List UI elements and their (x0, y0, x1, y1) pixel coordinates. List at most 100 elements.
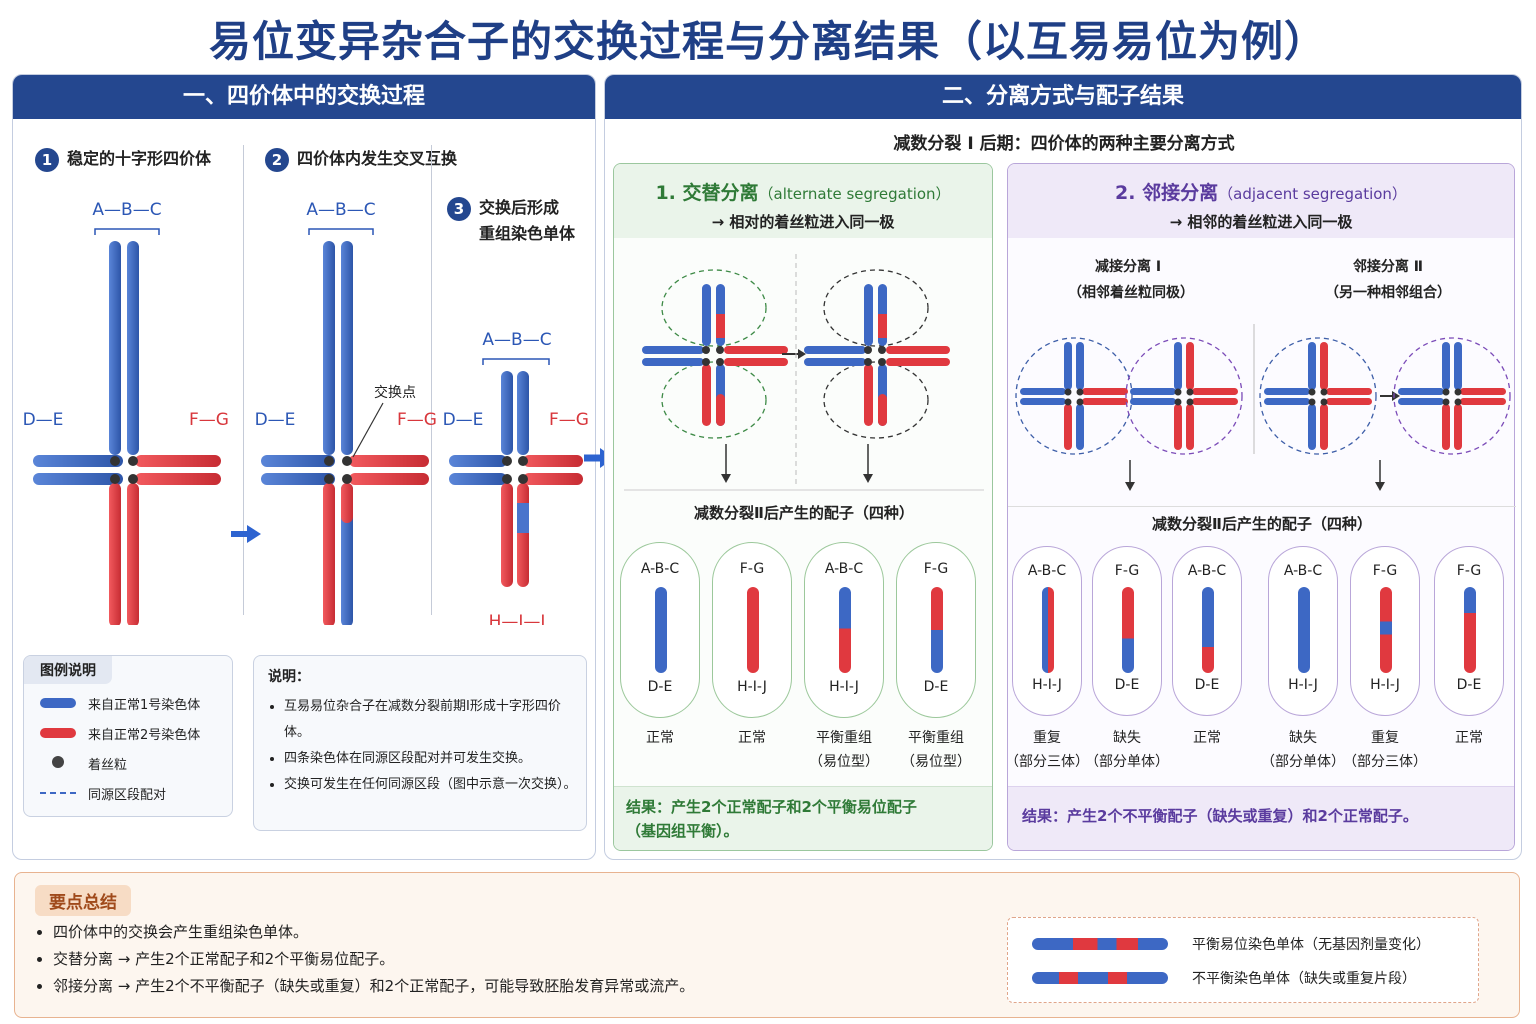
legend-chrom2-label: 来自正常2号染色体 (88, 728, 201, 743)
summary-list: 四价体中的交换会产生重组染色单体。 交替分离 → 产生2个正常配子和2个平衡易位… (53, 919, 953, 1000)
step2-text: 四价体内发生交叉互换 (297, 149, 458, 168)
adjacent-gamete-6: F-G D-E (1434, 546, 1504, 716)
gamete-chromosome (839, 587, 851, 673)
step1-text: 稳定的十字形四价体 (67, 149, 212, 168)
gamete-type: 重复（部分三体） (1005, 730, 1089, 770)
notes-list: 互易易位杂合子在减数分裂前期Ⅰ形成十字形四价体。 四条染色体在同源区段配对并可发… (268, 694, 578, 798)
gamete-chromosome (1122, 587, 1134, 673)
adjacent-title-cn: 邻接分离 (1142, 182, 1219, 204)
arm-left-label-2: D—E (255, 410, 296, 430)
legend-box: 图例说明 来自正常1号染色体 来自正常2号染色体 着丝粒 同源区段配对 (23, 655, 233, 817)
legend-pairing-label: 同源区段配对 (88, 788, 167, 803)
summary-box: 要点总结 四价体中的交换会产生重组染色单体。 交替分离 → 产生2个正常配子和2… (14, 872, 1520, 1018)
summary-title: 要点总结 (35, 885, 131, 916)
gamete-top-label: F-G (739, 561, 765, 577)
legend-title: 图例说明 (24, 656, 112, 684)
summary-legend: 平衡易位染色单体（无基因剂量变化） 不平衡染色单体（缺失或重复片段） (1007, 917, 1479, 1003)
adjacent-title-en: （adjacent segregation） (1218, 185, 1407, 203)
summary-item: 四价体中的交换会产生重组染色单体。 (53, 919, 953, 946)
summary-item: 交替分离 → 产生2个正常配子和2个平衡易位配子。 (53, 946, 953, 973)
step2-number: 2 (265, 147, 289, 172)
step1-number: 1 (35, 147, 59, 172)
gamete-top-label: F-G (1372, 563, 1398, 579)
alternate-gamete-3: A-B-C H-I-J (804, 542, 884, 718)
quadrivalent-step2: A—B—C D—E F—G H—I—J 交换点 (255, 200, 437, 625)
arm-left-label-1: D—E (23, 410, 64, 430)
gamete-type: 正常 (1455, 730, 1483, 746)
balanced-chromatid-swatch (1032, 938, 1168, 950)
arm-right-label-1: F—G (189, 410, 229, 430)
note-item: 四条染色体在同源区段配对并可发生交换。 (284, 746, 578, 772)
gamete-chromosome (931, 587, 943, 673)
quadrivalent-step1: A—B—C D—E F—G H—I—J (23, 200, 229, 625)
step3-number: 3 (447, 196, 471, 221)
exchange-process-panel: 一、四价体中的交换过程 1 稳定的十字形四价体 2 四价体内发生交叉互换 3 交换后形… (12, 74, 596, 860)
exchange-process-header: 一、四价体中的交换过程 (13, 75, 595, 119)
alternate-result: 结果：产生2个正常配子和2个平衡易位配子 （基因组平衡）。 (614, 786, 992, 850)
adjacent-sub2-title: 邻接分离 Ⅱ（另一种相邻组合） (1325, 259, 1451, 301)
legend-chrom1-label: 来自正常1号染色体 (88, 698, 201, 713)
step-divider-2 (431, 145, 432, 615)
gamete-chromosome (747, 587, 759, 673)
exchange-point-label: 交换点 (374, 384, 416, 401)
adjacent-gamete-5: F-G H-I-J (1350, 546, 1420, 716)
unbalanced-chromatid-swatch (1032, 972, 1168, 984)
gamete-type: 缺失（部分单体） (1261, 730, 1345, 770)
step2-label: 2 四价体内发生交叉互换 (265, 145, 457, 172)
gamete-type: 平衡重组（易位型） (809, 730, 879, 770)
gamete-bottom-label: D-E (647, 679, 673, 695)
legend-centromere-label: 着丝粒 (88, 758, 128, 773)
adjacent-header: 2. 邻接分离（adjacent segregation） → 相邻的着丝粒进入… (1008, 164, 1514, 238)
adjacent-desc: → 相邻的着丝粒进入同一极 (1169, 213, 1353, 231)
quadrivalent-step3: A—B—C D—E F—G H—I—J (443, 330, 589, 625)
gamete-bottom-label: D-E (1456, 677, 1482, 693)
legend-chrom2-swatch (40, 728, 76, 738)
alternate-gamete-1: A-B-C D-E (620, 542, 700, 718)
segregation-header: 二、分离方式与配子结果 (605, 75, 1521, 119)
quadrivalent-diagrams: A—B—C D—E F—G H—I—J A—B—C (23, 200, 589, 625)
gamete-type: 缺失（部分单体） (1085, 730, 1169, 770)
arm-top-label-1: A—B—C (92, 200, 161, 220)
gamete-chromosome (1042, 587, 1054, 673)
note-item: 互易易位杂合子在减数分裂前期Ⅰ形成十字形四价体。 (284, 694, 578, 746)
alternate-diagram (624, 254, 984, 491)
alternate-result-line1: 结果：产生2个正常配子和2个平衡易位配子 (626, 798, 917, 816)
step3-text-line2: 重组染色单体 (479, 224, 576, 243)
arm-top-label-3: A—B—C (482, 330, 551, 350)
step3-label: 3 交换后形成 重组染色单体 (447, 195, 575, 247)
alternate-desc: → 相对的着丝粒进入同一极 (711, 213, 895, 231)
gamete-bottom-label: H-I-J (1288, 677, 1318, 693)
gamete-bottom-label: D-E (1194, 677, 1220, 693)
gamete-bottom-label: H-I-J (1370, 677, 1400, 693)
gamete-type: 正常 (1193, 730, 1221, 746)
gamete-top-label: A-B-C (640, 561, 680, 577)
adjacent-gamete-3: A-B-C D-E (1172, 546, 1242, 716)
adjacent-gamete-4: A-B-C H-I-J (1268, 546, 1338, 716)
segregation-panel: 二、分离方式与配子结果 减数分裂 Ⅰ 后期：四价体的两种主要分离方式 1. 交替… (604, 74, 1522, 860)
gamete-top-label: F-G (1456, 563, 1482, 579)
gamete-type: 正常 (738, 730, 766, 746)
alternate-title-en: （alternate segregation） (758, 185, 951, 203)
alternate-gamete-heading: 减数分裂Ⅱ后产生的配子（四种） (694, 504, 914, 522)
gamete-bottom-label: H-I-J (1032, 677, 1062, 693)
adjacent-segregation-box: 2. 邻接分离（adjacent segregation） → 相邻的着丝粒进入… (1005, 163, 1516, 851)
summary-item: 邻接分离 → 产生2个不平衡配子（缺失或重复）和2个正常配子，可能导致胚胎发育异… (53, 973, 953, 1000)
gamete-chromosome (655, 587, 667, 673)
note-item: 交换可发生在任何同源区段（图中示意一次交换）。 (284, 772, 578, 798)
adjacent-result: 结果：产生2个不平衡配子（缺失或重复）和2个正常配子。 (1008, 786, 1514, 850)
alternate-header: 1. 交替分离（alternate segregation） → 相对的着丝粒进… (614, 164, 992, 238)
balanced-chromatid-label: 平衡易位染色单体（无基因剂量变化） (1192, 937, 1430, 953)
adjacent-gamete-2: F-G D-E (1092, 546, 1162, 716)
step3-text-line1: 交换后形成 (479, 198, 560, 217)
gamete-chromosome (1380, 587, 1392, 673)
gamete-top-label: F-G (923, 561, 949, 577)
notes-box: 说明： 互易易位杂合子在减数分裂前期Ⅰ形成十字形四价体。 四条染色体在同源区段配… (253, 655, 587, 831)
legend-chrom1-swatch (40, 698, 76, 708)
gamete-chromosome (1202, 587, 1214, 673)
unbalanced-chromatid-label: 不平衡染色单体（缺失或重复片段） (1192, 971, 1416, 987)
adjacent-diagram (1015, 324, 1511, 491)
gamete-chromosome (1298, 587, 1310, 673)
gamete-type: 正常 (646, 730, 674, 746)
gamete-top-label: A-B-C (1283, 563, 1323, 579)
arm-right-label-3: F—G (549, 410, 589, 430)
